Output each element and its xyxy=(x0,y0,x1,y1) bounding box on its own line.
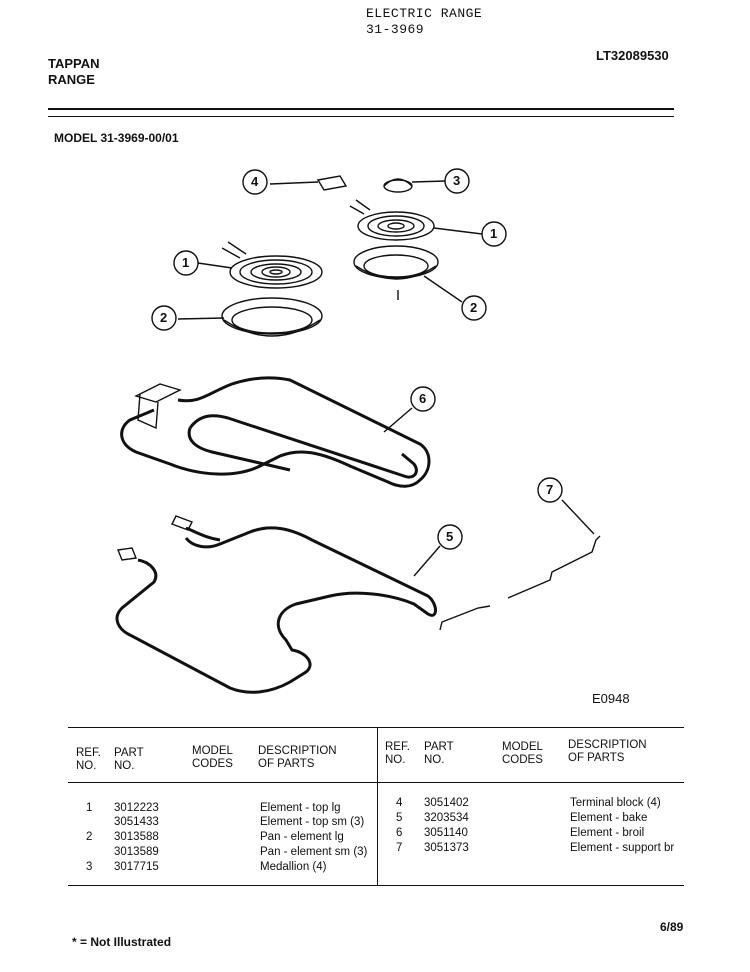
header-desc-left: DESCRIPTION OF PARTS xyxy=(258,745,337,770)
left-row-3-ref: 2 xyxy=(86,831,93,843)
left-row-4-part: 3013589 xyxy=(114,846,159,858)
large-element-left xyxy=(197,241,323,289)
right-row-1-ref: 4 xyxy=(396,797,403,809)
callout-label-4: 4 xyxy=(251,174,259,189)
medallion-part xyxy=(383,178,447,193)
callout-label-6: 6 xyxy=(419,391,427,406)
doc-type: ELECTRIC RANGE xyxy=(366,6,483,21)
bake-terminal-upper xyxy=(171,515,193,531)
header-rule-top xyxy=(48,108,674,110)
left-row-5-part: 3017715 xyxy=(114,861,159,873)
doc-number: 31-3969 xyxy=(366,22,425,37)
left-row-1-ref: 1 xyxy=(86,802,93,814)
right-row-2-desc: Element - bake xyxy=(570,812,648,824)
left-row-1-desc: Element - top lg xyxy=(260,802,341,814)
broil-bracket xyxy=(134,383,182,430)
right-row-1-desc: Terminal block (4) xyxy=(570,797,661,809)
table-divider xyxy=(377,728,378,886)
model-title: MODEL 31-3969-00/01 xyxy=(54,131,179,145)
callout-7 xyxy=(537,477,563,503)
header-ref-right: REF. NO. xyxy=(385,741,410,766)
table-bottom-rule xyxy=(68,885,684,886)
callout-6 xyxy=(410,386,436,412)
left-row-5-ref: 3 xyxy=(86,861,93,873)
left-row-2-part: 3051433 xyxy=(114,816,159,828)
broil-element xyxy=(120,376,431,488)
right-row-3-desc: Element - broil xyxy=(570,827,645,839)
small-element-upper xyxy=(349,199,483,241)
left-row-3-part: 3013588 xyxy=(114,831,159,843)
right-row-2-part: 3203534 xyxy=(424,812,469,824)
header-model-left: MODEL CODES xyxy=(192,745,233,770)
header-part-right: PART NO. xyxy=(424,741,454,766)
callout-label-1-left: 1 xyxy=(182,255,190,270)
right-row-4-part: 3051373 xyxy=(424,842,469,854)
right-row-2-ref: 5 xyxy=(396,812,403,824)
table-top-rule xyxy=(68,727,684,728)
header-part-left: PART NO. xyxy=(114,747,144,772)
revision-date: 6/89 xyxy=(660,920,684,934)
callout-1-right xyxy=(481,221,507,247)
callout-label-1-right: 1 xyxy=(490,226,498,241)
left-row-2-desc: Element - top sm (3) xyxy=(260,816,365,828)
table-header-rule xyxy=(68,782,684,783)
header-rule-bottom xyxy=(48,116,674,117)
callout-1-left xyxy=(173,250,199,276)
left-row-4-desc: Pan - element sm (3) xyxy=(260,846,368,858)
small-pan-upper xyxy=(353,245,463,303)
bake-element xyxy=(115,526,437,694)
header-model-right: MODEL CODES xyxy=(502,741,543,766)
catalog-id: LT32089530 xyxy=(596,48,669,63)
figure-id: E0948 xyxy=(592,691,630,706)
callout-2-left xyxy=(151,305,177,331)
callout-label-2-left: 2 xyxy=(160,310,168,325)
terminal-block-part xyxy=(269,175,348,191)
callout-5 xyxy=(437,524,463,550)
left-row-1-part: 3012223 xyxy=(114,802,159,814)
callout-label-7: 7 xyxy=(546,482,554,497)
callout-label-3: 3 xyxy=(453,173,461,188)
right-row-3-ref: 6 xyxy=(396,827,403,839)
support-bracket xyxy=(439,499,601,631)
brand-name: TAPPAN xyxy=(48,56,100,71)
callout-label-2-right: 2 xyxy=(470,300,478,315)
right-row-4-desc: Element - support br xyxy=(570,842,675,854)
right-row-4-ref: 7 xyxy=(396,842,403,854)
callout-2-right xyxy=(461,295,487,321)
right-row-1-part: 3051402 xyxy=(424,797,469,809)
left-row-3-desc: Pan - element lg xyxy=(260,831,344,843)
footnote: * = Not Illustrated xyxy=(72,935,172,949)
callout-4 xyxy=(242,169,268,195)
large-pan-left xyxy=(177,297,323,337)
header-desc-right: DESCRIPTION OF PARTS xyxy=(568,739,647,764)
callout-label-5: 5 xyxy=(446,529,454,544)
parts-diagram xyxy=(115,168,601,694)
left-row-5-desc: Medallion (4) xyxy=(260,861,327,873)
product-name: RANGE xyxy=(48,72,95,87)
right-row-3-part: 3051140 xyxy=(424,827,468,839)
callout-3 xyxy=(444,168,470,194)
header-ref-left: REF. NO. xyxy=(76,747,101,772)
bake-terminal-lower xyxy=(117,547,137,561)
